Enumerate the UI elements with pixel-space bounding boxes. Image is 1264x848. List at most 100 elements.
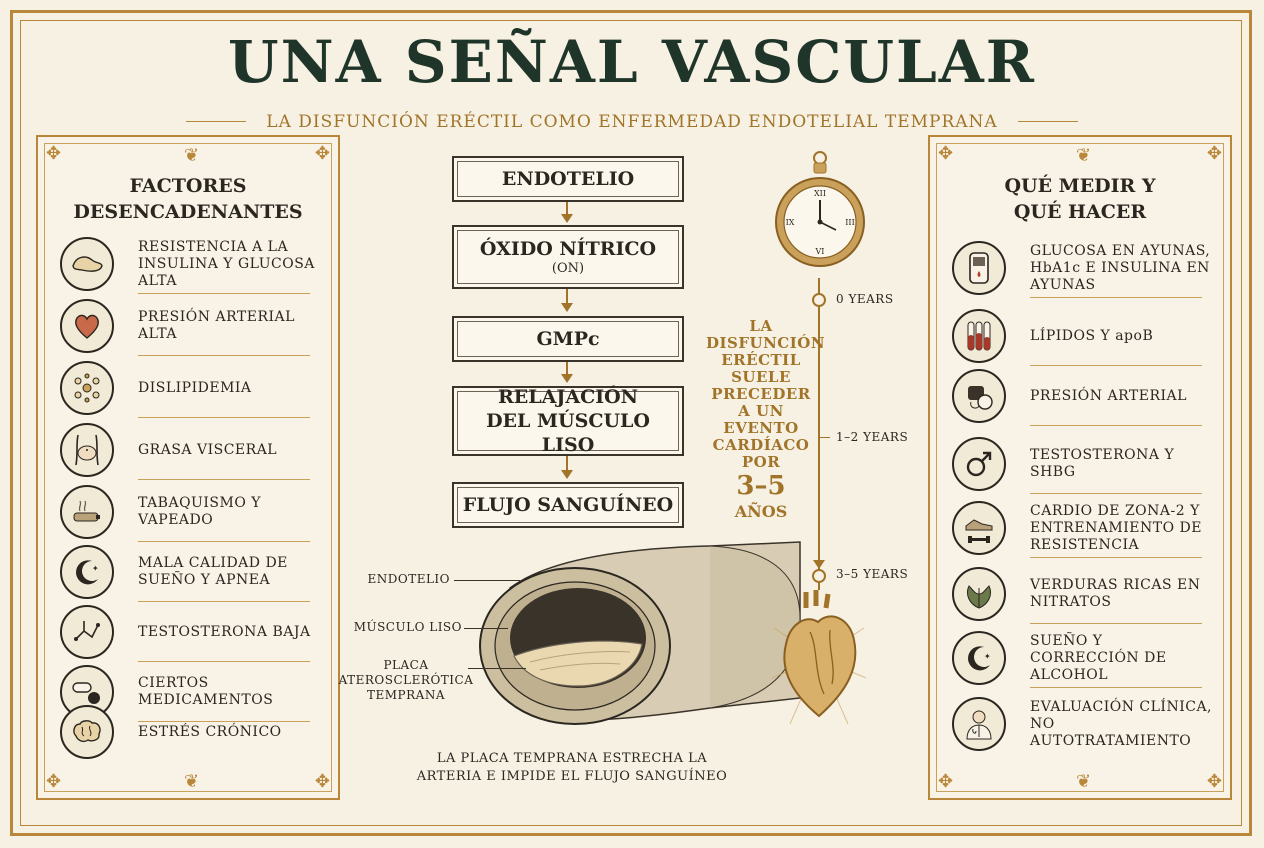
- divider: [1030, 297, 1202, 298]
- arrow-head-icon: [561, 470, 573, 479]
- pathway-step-label: GMPc: [536, 328, 600, 350]
- list-item-label: GLUCOSA EN AYUNAS, HbA1c E INSULINA EN A…: [1030, 242, 1211, 293]
- list-item: TESTOSTERONA BAJA: [60, 603, 322, 662]
- pathway-step: RELAJACIÓN DEL MÚSCULO LISO: [452, 386, 684, 456]
- corner-flourish-icon: ✥: [314, 771, 330, 792]
- male-symbol-icon: [952, 437, 1006, 491]
- corner-flourish-icon: ✥: [46, 143, 62, 164]
- leafy-greens-icon: [952, 567, 1006, 621]
- list-item: ✦ MALA CALIDAD DE SUEÑO Y APNEA: [60, 543, 322, 602]
- list-item-label: TESTOSTERONA BAJA: [138, 623, 311, 640]
- test-tubes-icon: [952, 309, 1006, 363]
- timeline-mark-0: 0 YEARS: [836, 292, 894, 306]
- leader-line: [468, 668, 526, 669]
- leader-line: [454, 580, 520, 581]
- shoe-dumbbell-icon: [952, 501, 1006, 555]
- left-panel-inner-border: [44, 143, 332, 792]
- anatomical-heart-icon: [771, 590, 867, 725]
- arrow-head-icon: [561, 374, 573, 383]
- list-item-label: PRESIÓN ARTERIAL ALTA: [138, 309, 295, 342]
- divider: [138, 355, 310, 356]
- svg-text:IX: IX: [786, 218, 795, 227]
- divider: [138, 721, 310, 722]
- divider: [1030, 425, 1202, 426]
- list-item-label: TESTOSTERONA Y SHBG: [1030, 447, 1175, 480]
- pathway-step: ÓXIDO NÍTRICO (ON): [452, 225, 684, 289]
- corner-flourish-icon: ✥: [938, 771, 954, 792]
- arrow-head-icon: [561, 214, 573, 223]
- svg-text:✦: ✦: [984, 652, 991, 661]
- pathway-step-label: ÓXIDO NÍTRICO: [479, 238, 657, 260]
- list-item-label: RESISTENCIA A LA INSULINA Y GLUCOSA ALTA: [138, 238, 315, 289]
- list-item: GLUCOSA EN AYUNAS, HbA1c E INSULINA EN A…: [952, 239, 1214, 298]
- pathway-arrow: [566, 202, 568, 216]
- divider: [138, 541, 310, 542]
- flourish-icon: ❦: [1076, 771, 1092, 792]
- svg-text:VI: VI: [815, 247, 825, 256]
- inner-frame: [20, 20, 1242, 826]
- doctor-icon: [952, 697, 1006, 751]
- list-item-label: MALA CALIDAD DE SUEÑO Y APNEA: [138, 555, 288, 588]
- list-item: TABAQUISMO Y VAPEADO: [60, 483, 322, 542]
- lipid-cells-icon: [60, 361, 114, 415]
- outer-frame: [10, 10, 1252, 836]
- subtitle-rule-left: [186, 121, 246, 122]
- timeline-tick: [820, 437, 830, 438]
- corner-flourish-icon: ✥: [314, 143, 330, 164]
- list-item-label: CARDIO DE ZONA-2 Y ENTRENAMIENTO DE RESI…: [1030, 502, 1202, 553]
- left-panel-title-line1: FACTORES: [129, 175, 247, 197]
- divider: [1030, 365, 1202, 366]
- pathway-step-sublabel: (ON): [551, 261, 585, 276]
- list-item: RESISTENCIA A LA INSULINA Y GLUCOSA ALTA: [60, 235, 322, 294]
- flourish-icon: ❦: [1076, 145, 1092, 166]
- right-panel-title-line2: QUÉ HACER: [1013, 201, 1147, 223]
- pathway-step: ENDOTELIO: [452, 156, 684, 202]
- timeline-dot: [812, 569, 826, 583]
- list-item-label: DISLIPIDEMIA: [138, 379, 252, 396]
- list-item-label: LÍPIDOS Y apoB: [1030, 327, 1154, 344]
- pancreas-icon: [60, 237, 114, 291]
- list-item: ESTRÉS CRÓNICO: [60, 703, 322, 761]
- flourish-icon: ❦: [184, 771, 200, 792]
- svg-text:✦: ✦: [92, 564, 99, 573]
- right-panel-inner-border: [936, 143, 1224, 792]
- divider: [1030, 623, 1202, 624]
- timeline-line: [818, 278, 820, 590]
- divider: [138, 479, 310, 480]
- heart-pressure-icon: [60, 299, 114, 353]
- list-item: ✦ SUEÑO Y CORRECCIÓN DE ALCOHOL: [952, 629, 1214, 688]
- pathway-step-label: FLUJO SANGUÍNEO: [462, 494, 674, 516]
- corner-flourish-icon: ✥: [46, 771, 62, 792]
- list-item: CIERTOS MEDICAMENTOS: [60, 663, 322, 722]
- list-item: DISLIPIDEMIA: [60, 359, 322, 418]
- left-panel: ❦ ✥ ✥ ✥ ✥ ❦ FACTORES DESENCADENANTES RES…: [36, 135, 340, 800]
- leader-line: [464, 628, 508, 629]
- list-item: PRESIÓN ARTERIAL: [952, 367, 1214, 426]
- arrow-head-icon: [561, 303, 573, 312]
- list-item: PRESIÓN ARTERIAL ALTA: [60, 297, 322, 356]
- list-item-label: PRESIÓN ARTERIAL: [1030, 387, 1187, 404]
- right-panel-title: QUÉ MEDIR Y QUÉ HACER: [930, 173, 1230, 225]
- divider: [1030, 687, 1202, 688]
- list-item: LÍPIDOS Y apoB: [952, 307, 1214, 366]
- divider: [1030, 493, 1202, 494]
- list-item-label: ESTRÉS CRÓNICO: [138, 723, 282, 740]
- pathway-step: FLUJO SANGUÍNEO: [452, 482, 684, 528]
- arrow-head-icon: [813, 560, 825, 569]
- list-item: GRASA VISCERAL: [60, 421, 322, 480]
- list-item-label: CIERTOS MEDICAMENTOS: [138, 675, 274, 708]
- svg-text:III: III: [845, 218, 854, 227]
- list-item-label: TABAQUISMO Y VAPEADO: [138, 495, 261, 528]
- list-item-label: GRASA VISCERAL: [138, 441, 278, 458]
- vape-icon: [60, 485, 114, 539]
- molecule-icon: [60, 605, 114, 659]
- divider: [1030, 557, 1202, 558]
- pocket-watch-icon: XII III VI IX: [775, 151, 865, 267]
- divider: [138, 417, 310, 418]
- list-item: VERDURAS RICAS EN NITRATOS: [952, 565, 1214, 624]
- moon-icon: ✦: [60, 545, 114, 599]
- right-panel: ❦ ✥ ✥ ✥ ✥ ❦ QUÉ MEDIR Y QUÉ HACER GLUCOS…: [928, 135, 1232, 800]
- list-item-label: VERDURAS RICAS EN NITRATOS: [1030, 577, 1201, 610]
- pathway-arrow: [566, 456, 568, 472]
